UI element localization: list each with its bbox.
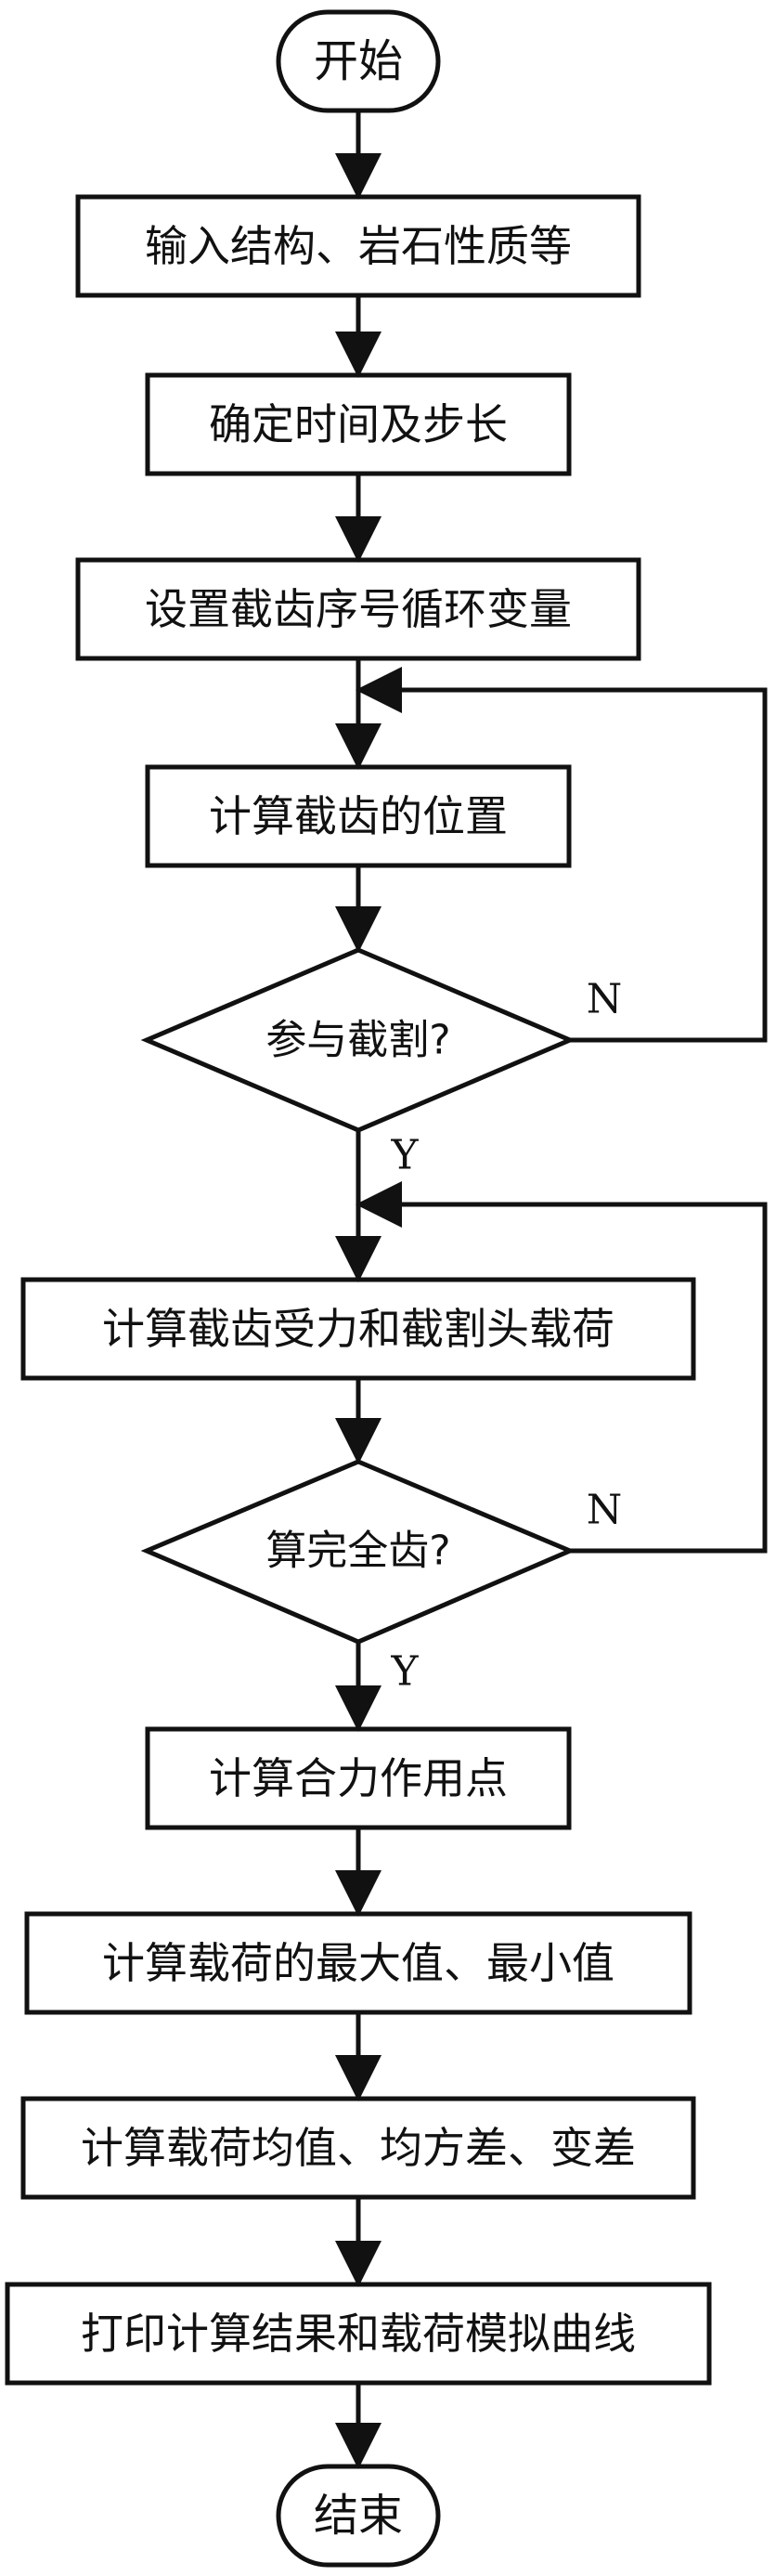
loop-back-all-teeth-no <box>356 1181 768 1554</box>
cutting-no-label: N <box>587 976 623 1023</box>
resultant-step-label: 计算合力作用点 <box>209 1753 508 1803</box>
all-teeth-decision: 算完全齿? <box>140 1459 576 1645</box>
loop-var-step: 设置截齿序号循环变量 <box>75 557 641 661</box>
input-step-label: 输入结构、岩石性质等 <box>145 221 572 271</box>
time-step-step: 确定时间及步长 <box>145 372 572 476</box>
forces-step: 计算截齿受力和截割头载荷 <box>20 1277 696 1381</box>
position-step-label: 计算截齿的位置 <box>209 791 508 841</box>
print-step: 打印计算结果和载荷模拟曲线 <box>5 2282 712 2386</box>
input-step: 输入结构、岩石性质等 <box>75 194 641 298</box>
start-label: 开始 <box>314 35 403 87</box>
forces-step-label: 计算截齿受力和截割头载荷 <box>102 1304 614 1354</box>
end-label: 结束 <box>314 2490 403 2542</box>
time-step-label: 确定时间及步长 <box>209 399 508 449</box>
print-step-label: 打印计算结果和载荷模拟曲线 <box>81 2309 636 2359</box>
stats-step: 计算载荷均值、均方差、变差 <box>20 2096 696 2200</box>
max-min-step-label: 计算载荷的最大值、最小值 <box>102 1938 614 1988</box>
position-step: 计算截齿的位置 <box>145 764 572 868</box>
all-teeth-no-label: N <box>587 1487 623 1534</box>
start-node: 开始 <box>276 9 441 113</box>
all-teeth-yes-label: Y <box>390 1648 419 1696</box>
cutting-decision: 参与截割? <box>140 947 576 1133</box>
loop-back-cutting-no <box>356 667 768 1043</box>
stats-step-label: 计算载荷均值、均方差、变差 <box>81 2123 636 2173</box>
max-min-step: 计算载荷的最大值、最小值 <box>24 1911 692 2015</box>
end-node: 结束 <box>276 2464 441 2568</box>
resultant-step: 计算合力作用点 <box>145 1726 572 1830</box>
loop-var-label: 设置截齿序号循环变量 <box>145 584 572 634</box>
cutting-decision-label: 参与截割? <box>265 1017 450 1064</box>
all-teeth-decision-label: 算完全齿? <box>265 1528 450 1575</box>
cutting-yes-label: Y <box>390 1132 419 1179</box>
